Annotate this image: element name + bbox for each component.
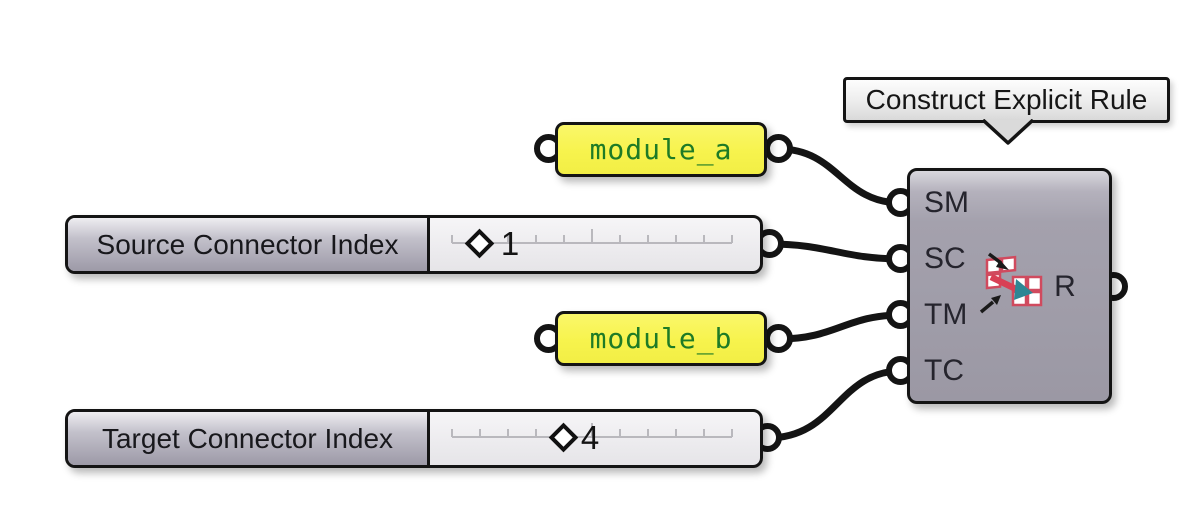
- tooltip-tail: [981, 119, 1035, 145]
- source-connector-index-slider[interactable]: Source Connector Index 1: [65, 215, 763, 274]
- source-slider-ruler: [451, 229, 733, 244]
- port-label-tc: TC: [924, 354, 964, 387]
- component-name-tooltip-text: Construct Explicit Rule: [865, 84, 1148, 115]
- module-a-output-connector[interactable]: [764, 134, 793, 163]
- construct-explicit-rule-component[interactable]: SM SC TM TC R: [907, 168, 1112, 404]
- port-label-r: R: [1054, 270, 1076, 303]
- port-label-tm: TM: [924, 298, 968, 331]
- panel-module-b[interactable]: module_b: [555, 311, 767, 366]
- source-slider-name-section[interactable]: Source Connector Index: [68, 218, 430, 271]
- module-b-output-connector[interactable]: [764, 324, 793, 353]
- source-slider-value: 1: [500, 225, 520, 262]
- explicit-rule-icon: [979, 252, 1043, 314]
- source-slider-label: Source Connector Index: [96, 228, 399, 260]
- target-slider-name-section[interactable]: Target Connector Index: [68, 412, 430, 465]
- wire-target-slider-to-tc[interactable]: [764, 367, 905, 442]
- target-slider-label: Target Connector Index: [101, 422, 394, 454]
- target-slider-value: 4: [580, 419, 600, 456]
- wire-module-a-to-sm[interactable]: [775, 145, 905, 207]
- target-connector-index-slider[interactable]: Target Connector Index 4: [65, 409, 763, 468]
- wire-source-slider-to-sc[interactable]: [766, 240, 905, 263]
- port-label-sc: SC: [924, 242, 966, 275]
- target-slider-ruler: [451, 423, 733, 438]
- component-name-tooltip: Construct Explicit Rule: [843, 77, 1170, 123]
- wire-module-b-to-tm[interactable]: [775, 311, 905, 343]
- port-label-sm: SM: [924, 186, 969, 219]
- panel-module-a-text: module_a: [589, 133, 733, 166]
- panel-module-b-text: module_b: [589, 322, 733, 355]
- panel-module-a[interactable]: module_a: [555, 122, 767, 177]
